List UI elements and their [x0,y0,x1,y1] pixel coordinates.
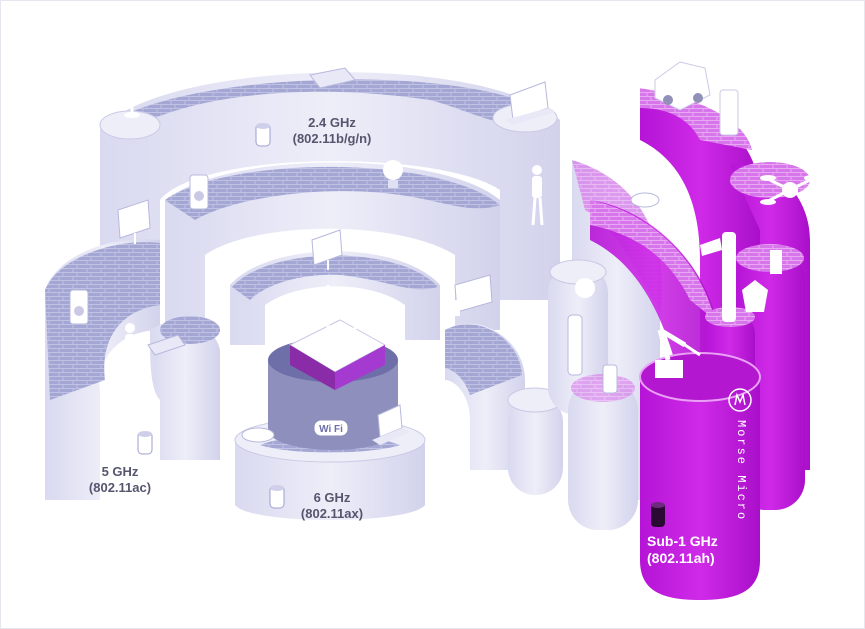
person-icon [531,165,544,226]
smart-pole-icon [722,232,736,322]
band-6ghz-label: 6 GHz (802.11ax) [282,490,382,522]
parking-meter-icon [567,314,583,376]
band-6ghz-standard: (802.11ax) [300,506,364,521]
street-lamp-icon-right [592,102,612,155]
tv-icon [450,274,493,316]
database-icon-2-4ghz [255,123,271,147]
band-6ghz-name: 6 GHz [313,490,351,505]
wifi-badge-text: Wi Fi [319,424,343,435]
monitor-icon-center [311,229,343,270]
car-icon [654,61,711,111]
band-sub1ghz-standard: (802.11ah) [647,550,715,566]
monitor-icon [117,199,151,244]
database-icon-sub1ghz [651,502,665,527]
lantern-icon [742,280,768,312]
band-5ghz-label: 5 GHz (802.11ac) [75,464,165,496]
band-2-4ghz-name: 2.4 GHz [308,115,356,130]
street-lamp-icon [120,62,140,118]
person-with-tablet-icon [124,323,186,389]
ev-charger-icon [719,89,739,136]
robot-vacuum-icon [241,427,275,443]
smoke-detector-icon [630,192,660,208]
band-sub1ghz-name: Sub-1 GHz [647,533,718,549]
band-5ghz-name: 5 GHz [101,464,139,479]
laptop-icon [505,81,555,125]
drone-icon [760,175,820,205]
tablet-icon [309,67,356,89]
band-sub1ghz-label: Sub-1 GHz (802.11ah) [647,533,747,567]
band-2-4ghz-standard: (802.11b/g/n) [292,131,372,146]
band-right-small-arc [445,323,563,495]
database-icon-6ghz [269,485,285,509]
laptop-icon-lower [372,404,410,445]
band-5ghz-standard: (802.11ac) [88,480,152,495]
band-inner-arc [165,162,500,330]
robot-arm-icon [655,327,701,378]
speaker-icon-right [602,364,618,394]
database-icon-5ghz [137,431,153,455]
smart-bulb-icon [383,160,403,188]
band-2-4ghz-label: 2.4 GHz (802.11b/g/n) [272,115,392,147]
security-camera-icon [700,238,722,256]
smart-bulb-icon-right [575,278,595,298]
brand-text: Morse Micro [734,420,748,522]
wifi-badge: Wi Fi [313,419,349,437]
morse-micro-logo-icon [728,388,752,412]
speaker-icon [189,174,209,210]
band-central-arc [230,251,440,345]
speaker-icon-left [69,289,89,325]
sensor-icon [770,250,782,274]
